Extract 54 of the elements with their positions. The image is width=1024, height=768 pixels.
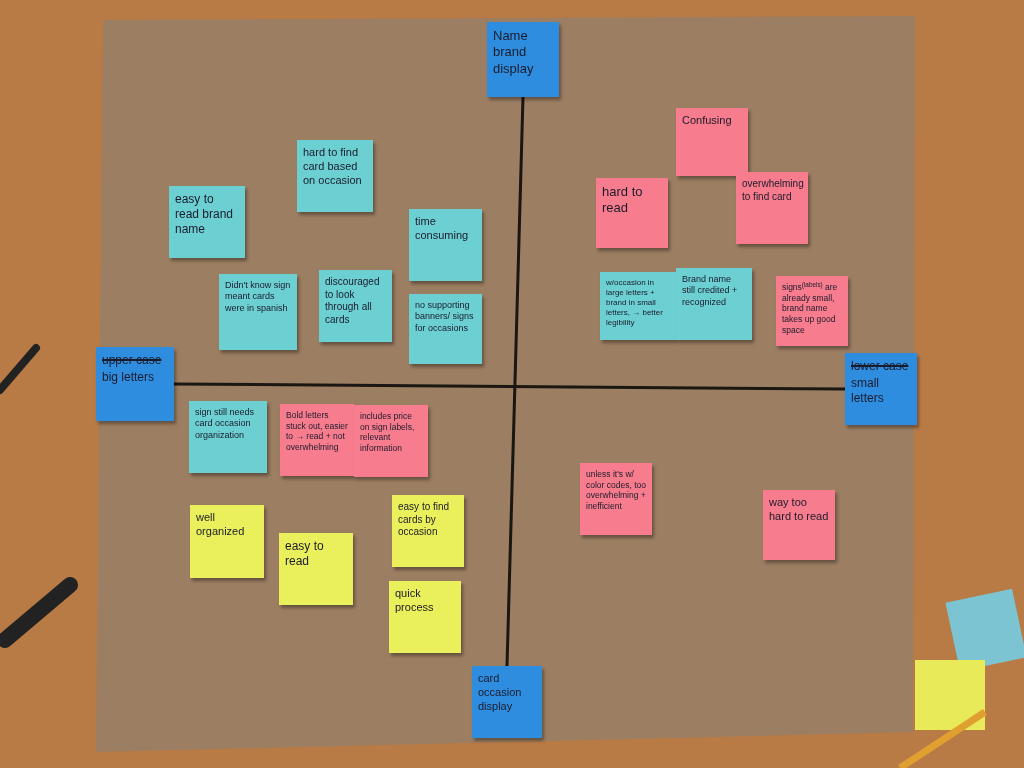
sticky-note xyxy=(392,495,464,567)
sticky-note xyxy=(409,294,482,364)
note-text: Confusing xyxy=(682,114,733,128)
sticky-note xyxy=(845,353,917,425)
note-text: easy to find cards by occasion xyxy=(398,501,451,539)
sticky-note xyxy=(190,505,264,578)
crossed-out-text: upper case xyxy=(102,353,163,368)
sticky-note xyxy=(319,270,392,342)
note-text: Bold letters stuck out, easier to → read + not overwhelming xyxy=(286,410,348,453)
sticky-note xyxy=(736,172,808,244)
sticky-note xyxy=(297,140,373,212)
note-text: small letters xyxy=(851,376,885,406)
axis-line xyxy=(174,382,845,391)
sticky-note xyxy=(280,404,354,476)
note-text: Name brand display xyxy=(493,28,535,77)
sticky-note xyxy=(763,490,835,560)
sticky-note xyxy=(487,22,559,97)
sticky-note xyxy=(279,533,353,605)
note-text: big letters xyxy=(102,370,156,385)
sticky-note xyxy=(354,405,428,477)
sticky-note xyxy=(776,276,848,346)
note-text: hard to read xyxy=(602,184,644,217)
note-text: easy to read xyxy=(285,539,325,569)
note-text: unless it's w/ color codes, too overwhelming + inefficient xyxy=(586,469,646,512)
note-text: includes price on sign labels, relevant information xyxy=(360,411,416,454)
crossed-out-text: lower case xyxy=(851,359,910,374)
note-text: signs$^{(labels)}$ are already small, brand name takes up good space xyxy=(782,282,839,336)
sticky-note xyxy=(96,347,174,421)
sticky-note xyxy=(169,186,245,258)
note-text: Didn't know sign meant cards were in spanish xyxy=(225,280,291,314)
sticky-note xyxy=(580,463,652,535)
sticky-note xyxy=(600,272,676,340)
note-text: no supporting banners/ signs for occasions xyxy=(415,300,475,334)
sticky-note xyxy=(676,268,752,340)
axis-line xyxy=(505,96,525,667)
sticky-note xyxy=(219,274,297,350)
sticky-note xyxy=(676,108,748,176)
note-text: hard to find card based on occasion xyxy=(303,146,363,188)
sticky-note xyxy=(596,178,668,248)
note-text: time consuming xyxy=(415,215,470,243)
sticky-note xyxy=(389,581,461,653)
note-text: overwhelming to find card xyxy=(742,178,802,203)
sticky-note xyxy=(409,209,482,281)
note-text: Brand name still credited + recognized xyxy=(682,274,739,308)
note-text: quick process xyxy=(395,587,435,615)
note-text: well organized xyxy=(196,511,246,539)
sticky-note xyxy=(472,666,542,738)
note-text: discouraged to look through all cards xyxy=(325,276,381,326)
sticky-note xyxy=(189,401,267,473)
note-text: sign still needs card occasion organization xyxy=(195,407,256,441)
note-text: easy to read brand name xyxy=(175,192,235,237)
note-text: way too hard to read xyxy=(769,496,829,524)
note-text: card occasion display xyxy=(478,672,523,714)
note-text: w/occasion in large letters + brand in small letters, → better legibility xyxy=(606,278,664,328)
